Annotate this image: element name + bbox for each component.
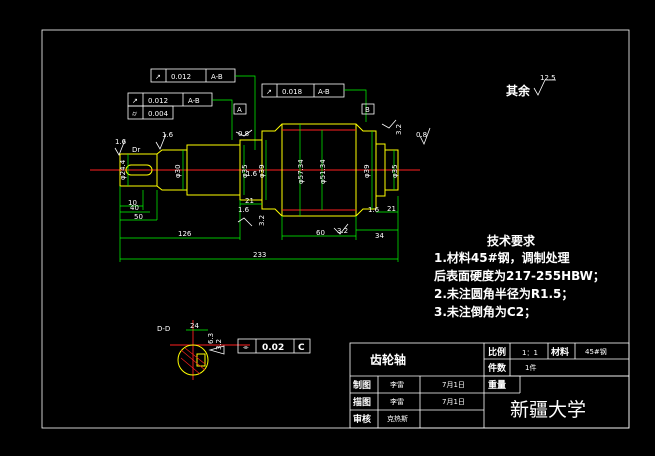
svg-text:3.2: 3.2 — [258, 215, 266, 226]
svg-text:1件: 1件 — [525, 363, 536, 372]
section-dd: D-D 24 6.3 3.2 — [157, 320, 250, 380]
svg-text:描图: 描图 — [353, 396, 371, 408]
datum-a: A — [233, 103, 247, 115]
svg-text:1.6: 1.6 — [246, 170, 258, 178]
svg-text:1.6: 1.6 — [162, 131, 174, 139]
tech-requirements: 技术要求 1.材料45#钢，调制处理 后表面硬度为217-255HBW； 2.未… — [434, 233, 605, 319]
svg-text:↗: ↗ — [155, 73, 161, 81]
tolerance-frame-right-runout: ↗ 0.018 A-B — [261, 83, 367, 122]
svg-text:φ35: φ35 — [241, 164, 249, 178]
tech-req-line2: 后表面硬度为217-255HBW； — [434, 268, 605, 283]
roughness-other-note: 其余 12.5 — [506, 74, 556, 98]
svg-text:0.8: 0.8 — [416, 131, 427, 139]
svg-text:φ24.4: φ24.4 — [119, 159, 127, 180]
diameter-dims: φ24.4 φ30 φ35 φ39 φ57.34 φ51.34 φ39 φ35 … — [119, 124, 399, 216]
svg-text:0.012: 0.012 — [148, 97, 168, 105]
svg-text:7月1日: 7月1日 — [442, 381, 465, 389]
svg-text:⌭: ⌭ — [132, 110, 137, 118]
svg-text:↗: ↗ — [132, 97, 138, 105]
roughness-other-label: 其余 — [506, 83, 531, 98]
title-block: 齿轮轴 比例 1：1 材料 45#钢 件数 1件 重量 制图 李雷 7月1日 描… — [349, 342, 630, 429]
svg-text:A-B: A-B — [318, 88, 330, 96]
tech-req-line3: 2.未注圆角半径为R1.5； — [434, 286, 573, 301]
tolerance-frame-top-runout: ↗ 0.012 A-B — [150, 68, 256, 150]
school-name: 新疆大学 — [510, 399, 586, 421]
svg-text:φ51.34: φ51.34 — [319, 159, 327, 184]
svg-text:40: 40 — [130, 204, 139, 212]
svg-text:24: 24 — [190, 322, 199, 330]
svg-text:1.6: 1.6 — [238, 206, 250, 214]
svg-text:21: 21 — [387, 205, 396, 213]
svg-text:φ35: φ35 — [391, 164, 399, 178]
svg-text:7月1日: 7月1日 — [442, 398, 465, 406]
svg-text:0.8: 0.8 — [238, 130, 249, 138]
svg-text:φ30: φ30 — [174, 164, 182, 178]
svg-text:10: 10 — [128, 199, 137, 207]
roughness-marks: 1.6 1.6 0.8 3.2 0.8 3.2 1.6 1.6 3.2 1.6 — [114, 119, 431, 235]
svg-text:重量: 重量 — [488, 379, 506, 391]
svg-text:比例: 比例 — [488, 346, 506, 358]
svg-text:45#钢: 45#钢 — [585, 347, 607, 356]
svg-text:0.02: 0.02 — [262, 343, 284, 353]
svg-text:⌯: ⌯ — [243, 343, 249, 351]
svg-text:3.2: 3.2 — [337, 227, 348, 235]
tech-req-line4: 3.未注倒角为C2； — [434, 304, 536, 319]
keyway — [125, 164, 153, 176]
svg-text:审核: 审核 — [353, 413, 371, 425]
svg-text:A-B: A-B — [211, 73, 223, 81]
drawing-border — [41, 29, 630, 429]
svg-text:A-B: A-B — [188, 97, 200, 105]
svg-text:1：1: 1：1 — [522, 349, 538, 357]
svg-text:↗: ↗ — [266, 88, 272, 96]
svg-text:φ57.34: φ57.34 — [297, 159, 305, 184]
svg-text:李雷: 李雷 — [390, 397, 404, 406]
tech-req-title: 技术要求 — [487, 233, 536, 248]
svg-text:3.2: 3.2 — [215, 339, 223, 350]
tolerance-frame-section: ⌯ 0.02 C — [237, 338, 311, 354]
svg-text:李雷: 李雷 — [390, 380, 404, 389]
svg-text:D-D: D-D — [157, 325, 170, 333]
tech-req-line1: 1.材料45#钢，调制处理 — [434, 250, 570, 265]
roughness-other-value: 12.5 — [540, 74, 556, 82]
svg-text:0.004: 0.004 — [148, 110, 169, 118]
svg-text:φ39: φ39 — [258, 164, 266, 178]
svg-text:A: A — [237, 106, 242, 114]
svg-text:60: 60 — [316, 229, 325, 237]
svg-text:1.6: 1.6 — [115, 138, 127, 146]
svg-text:3.2: 3.2 — [395, 124, 403, 135]
part-name: 齿轮轴 — [370, 352, 406, 367]
svg-text:34: 34 — [375, 232, 384, 240]
svg-text:0.018: 0.018 — [282, 88, 302, 96]
svg-text:233: 233 — [253, 251, 266, 259]
svg-text:1.6: 1.6 — [368, 206, 380, 214]
svg-text:126: 126 — [178, 230, 192, 238]
svg-text:6.3: 6.3 — [207, 333, 215, 344]
svg-text:Dr: Dr — [132, 146, 140, 154]
svg-text:C: C — [298, 343, 305, 353]
svg-text:φ39: φ39 — [363, 164, 371, 178]
svg-text:B: B — [365, 106, 370, 114]
tolerance-frame-left-cyl: ⌭ 0.004 — [127, 105, 174, 120]
length-dims: 10 40 50 126 233 21 60 34 21 — [119, 186, 399, 262]
svg-text:件数: 件数 — [488, 362, 507, 374]
svg-text:50: 50 — [134, 213, 143, 221]
svg-text:21: 21 — [245, 197, 254, 205]
tolerance-frame-left-runout: ↗ 0.012 A-B — [127, 92, 233, 140]
svg-text:制图: 制图 — [353, 379, 371, 391]
svg-text:克热斯: 克热斯 — [387, 414, 408, 423]
svg-text:0.012: 0.012 — [171, 73, 191, 81]
datum-b: B — [361, 103, 375, 115]
svg-text:材料: 材料 — [550, 346, 569, 358]
